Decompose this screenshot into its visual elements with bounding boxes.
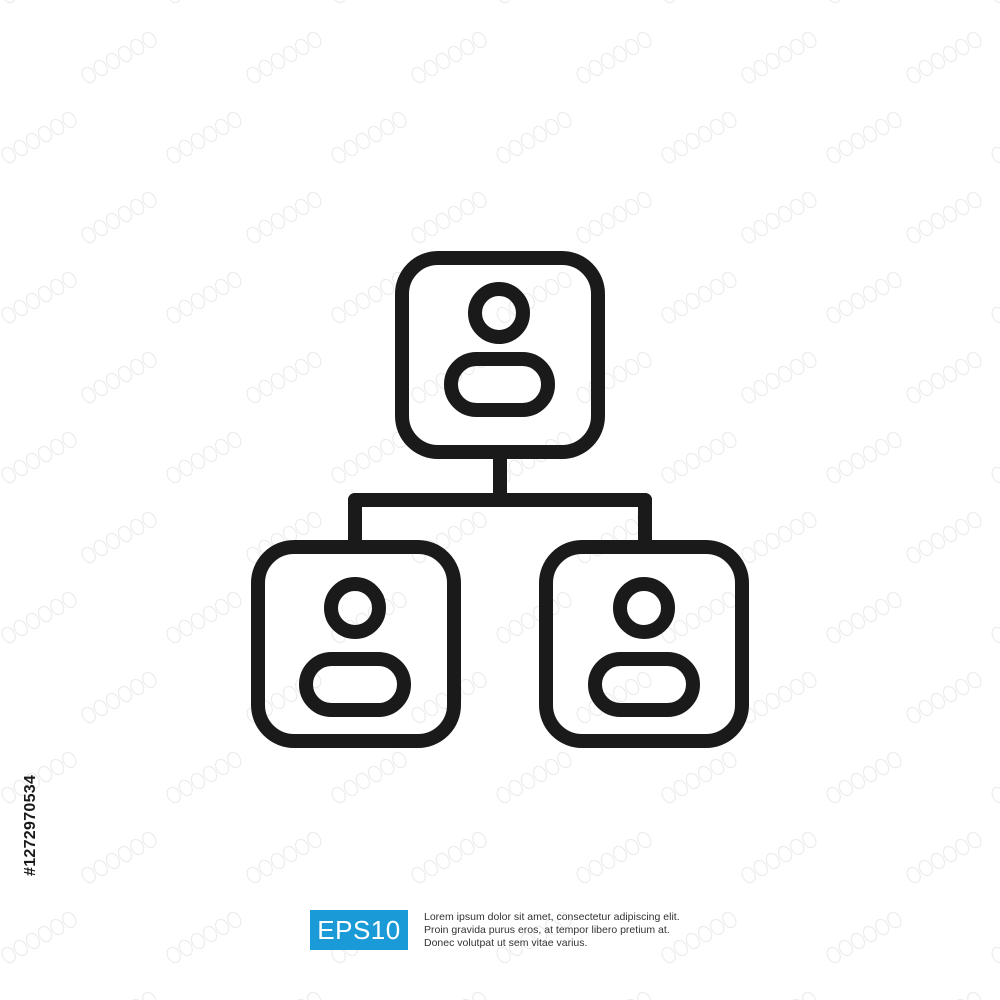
left-node-frame [251, 540, 461, 748]
top-person-node [395, 251, 605, 459]
description-line: Lorem ipsum dolor sit amet, consectetur … [424, 910, 680, 923]
right-person-body-icon [588, 652, 700, 717]
left-person-head-icon [324, 577, 386, 639]
right-person-node [539, 540, 749, 748]
right-node-frame [539, 540, 749, 748]
description-line: Donec volutpat ut sem vitae varius. [424, 936, 588, 949]
eps10-badge: EPS10 [310, 910, 408, 950]
description-text: Lorem ipsum dolor sit amet, consectetur … [424, 911, 680, 950]
top-person-body-icon [444, 352, 555, 417]
description-line: Proin gravida purus eros, at tempor libe… [424, 923, 670, 936]
left-person-node [251, 540, 461, 748]
top-person-head-icon [468, 282, 530, 344]
top-node-frame [395, 251, 605, 459]
left-person-body-icon [299, 652, 411, 717]
footer: EPS10 Lorem ipsum dolor sit amet, consec… [310, 910, 680, 950]
right-person-head-icon [613, 577, 675, 639]
image-id-label: #1272970534 [22, 774, 39, 876]
